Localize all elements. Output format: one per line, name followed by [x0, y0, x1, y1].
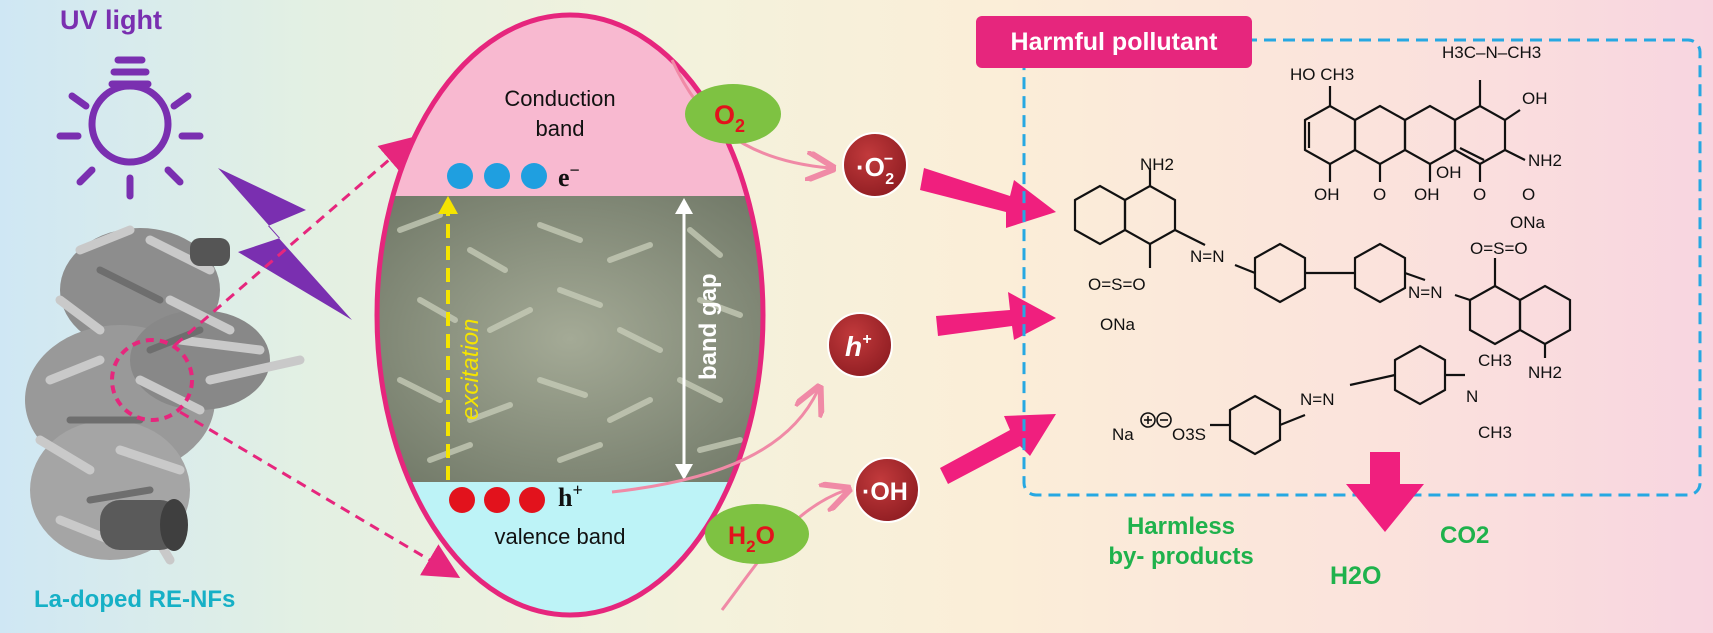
- hole-dot: [519, 487, 545, 513]
- congo-red-labels: NH2 N=N N=N O=S=O ONa ONa O=S=O NH2: [1088, 155, 1562, 382]
- excitation-label: excitation: [457, 319, 484, 420]
- byproducts-label: Harmless by- products: [1108, 513, 1254, 570]
- h2o-bubble: [705, 504, 809, 564]
- material-label: La-doped RE-NFs: [34, 586, 236, 613]
- lightning-icon: [218, 168, 352, 320]
- electron-dot: [521, 163, 547, 189]
- svg-text:CH3: CH3: [1478, 423, 1512, 442]
- svg-text:HO CH3: HO CH3: [1290, 65, 1354, 84]
- svg-text:O: O: [1473, 185, 1486, 204]
- tetracycline-labels: H3C–N–CH3 HO CH3 OH NH2 OH O OH OH O O: [1290, 43, 1562, 204]
- attack-arrows: [920, 168, 1056, 484]
- svg-text:OH: OH: [1314, 185, 1340, 204]
- svg-text:OH: OH: [1436, 163, 1462, 182]
- hole-flow-arrow: [611, 390, 818, 494]
- hole-dot: [449, 487, 475, 513]
- congo-red-structure: [1073, 168, 1572, 358]
- svg-text:NH2: NH2: [1140, 155, 1174, 174]
- svg-text:NH2: NH2: [1528, 363, 1562, 382]
- svg-text:OH: OH: [1414, 185, 1440, 204]
- h2o-label: H2O: [728, 522, 775, 556]
- svg-text:O: O: [1522, 185, 1535, 204]
- hole-radical: [827, 312, 893, 378]
- co2-label: CO2: [1440, 522, 1490, 549]
- svg-text:N=N: N=N: [1408, 283, 1442, 302]
- hydroxyl-radical: [854, 457, 920, 523]
- svg-text:Na: Na: [1112, 425, 1134, 444]
- o2-label: O2: [714, 100, 745, 136]
- svg-text:N=N: N=N: [1300, 390, 1334, 409]
- methyl-orange-labels: Na O3S N=N CH3 N CH3: [1112, 351, 1512, 444]
- svg-text:ONa: ONa: [1100, 315, 1136, 334]
- superoxide-radical: [842, 132, 908, 198]
- pollutant-title: Harmful pollutant: [976, 16, 1252, 68]
- ion-charge-icons: [1140, 412, 1172, 428]
- zoom-leader-top: [174, 136, 417, 347]
- zoom-leader-bottom: [179, 410, 461, 579]
- electron-label: e−: [558, 160, 580, 192]
- svg-text:O=S=O: O=S=O: [1088, 275, 1146, 294]
- electron-dot: [447, 163, 473, 189]
- svg-text:N: N: [1466, 387, 1478, 406]
- o2-bubble: [685, 84, 781, 144]
- svg-text:O: O: [1373, 185, 1386, 204]
- svg-text:H3C–N–CH3: H3C–N–CH3: [1442, 43, 1541, 62]
- band-gap-label: band gap: [695, 273, 722, 380]
- nanofiber-cluster: [25, 225, 305, 565]
- degradation-arrow: [1346, 452, 1424, 532]
- hole-dot: [484, 487, 510, 513]
- hole-label: h+: [558, 480, 583, 512]
- electron-dot: [484, 163, 510, 189]
- zoom-circle: [110, 338, 194, 422]
- svg-text:N=N: N=N: [1190, 247, 1224, 266]
- tetracycline-structure: [1303, 80, 1526, 182]
- h2o-product-label: H2O: [1330, 562, 1382, 590]
- uv-light-title: UV light: [60, 5, 162, 35]
- hydroxyl-label: ·OH: [862, 478, 908, 506]
- svg-text:ONa: ONa: [1510, 213, 1546, 232]
- svg-text:NH2: NH2: [1528, 151, 1562, 170]
- superoxide-label: ·O−2: [856, 151, 894, 188]
- valence-band-label: valence band: [494, 524, 626, 549]
- svg-text:O3S: O3S: [1172, 425, 1206, 444]
- svg-text:CH3: CH3: [1478, 351, 1512, 370]
- bulb-icon: [56, 56, 204, 200]
- svg-text:OH: OH: [1522, 89, 1548, 108]
- hole-species-label: h+: [845, 331, 871, 362]
- conduction-band-label: Conduction band: [504, 86, 616, 141]
- svg-text:O=S=O: O=S=O: [1470, 239, 1528, 258]
- methyl-orange-structure: [1210, 344, 1465, 456]
